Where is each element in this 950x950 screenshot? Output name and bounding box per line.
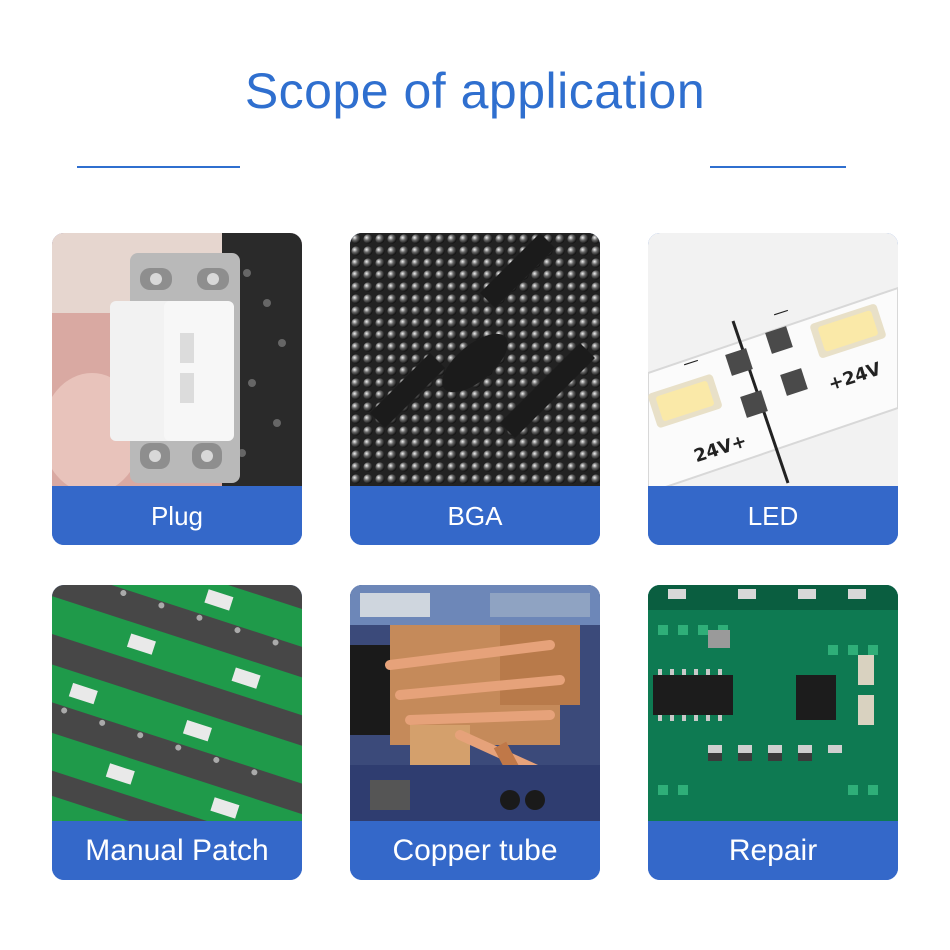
svg-text:—: — [770, 300, 791, 323]
card-label: LED [648, 487, 898, 545]
application-card-plug: Plug [52, 233, 302, 545]
card-label: Manual Patch [52, 821, 302, 880]
led-strip-photo: 24V+ +24V — — [648, 233, 898, 486]
laptop-copper-heatpipe-photo [350, 585, 600, 821]
circuit-board-repair-photo [648, 585, 898, 821]
card-label: Copper tube [350, 821, 600, 880]
application-card-led: 24V+ +24V — — LED [648, 233, 898, 545]
card-label: Repair [648, 821, 898, 880]
card-label: Plug [52, 487, 302, 545]
svg-text:—: — [680, 350, 701, 373]
green-pcb-smd-resistors-photo [52, 585, 302, 821]
title-divider-right [710, 166, 846, 168]
card-label: BGA [350, 487, 600, 545]
title-divider-left [77, 166, 240, 168]
usb-plug-connector-photo [52, 233, 302, 486]
bga-solder-balls-photo [350, 233, 600, 486]
application-card-manual-patch: Manual Patch [52, 585, 302, 880]
application-card-bga: BGA [350, 233, 600, 545]
application-card-copper-tube: Copper tube [350, 585, 600, 880]
application-card-repair: Repair [648, 585, 898, 880]
page-title: Scope of application [244, 63, 706, 119]
